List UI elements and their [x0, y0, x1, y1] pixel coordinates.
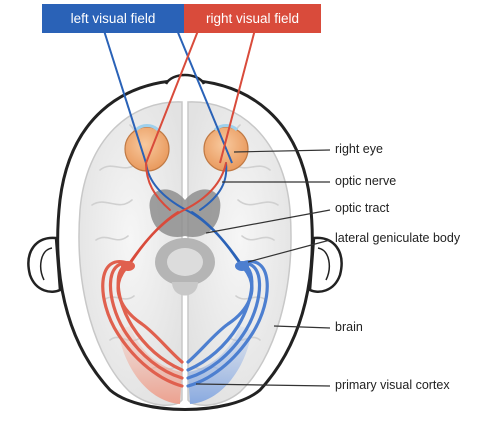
- label-brain: brain: [335, 320, 363, 334]
- right-ear: [310, 238, 342, 292]
- label-right-eye: right eye: [335, 142, 383, 156]
- label-primary-visual-cortex: primary visual cortex: [335, 378, 450, 392]
- midbrain-inner: [167, 248, 203, 276]
- left-ear: [28, 238, 60, 292]
- lgb-left: [121, 261, 135, 271]
- label-optic-tract: optic tract: [335, 201, 389, 215]
- label-optic-nerve: optic nerve: [335, 174, 396, 188]
- right-visual-field-label: right visual field: [184, 4, 321, 33]
- label-lateral-geniculate-body: lateral geniculate body: [335, 231, 460, 245]
- left-visual-field-label: left visual field: [42, 4, 184, 33]
- lgb-right: [235, 261, 249, 271]
